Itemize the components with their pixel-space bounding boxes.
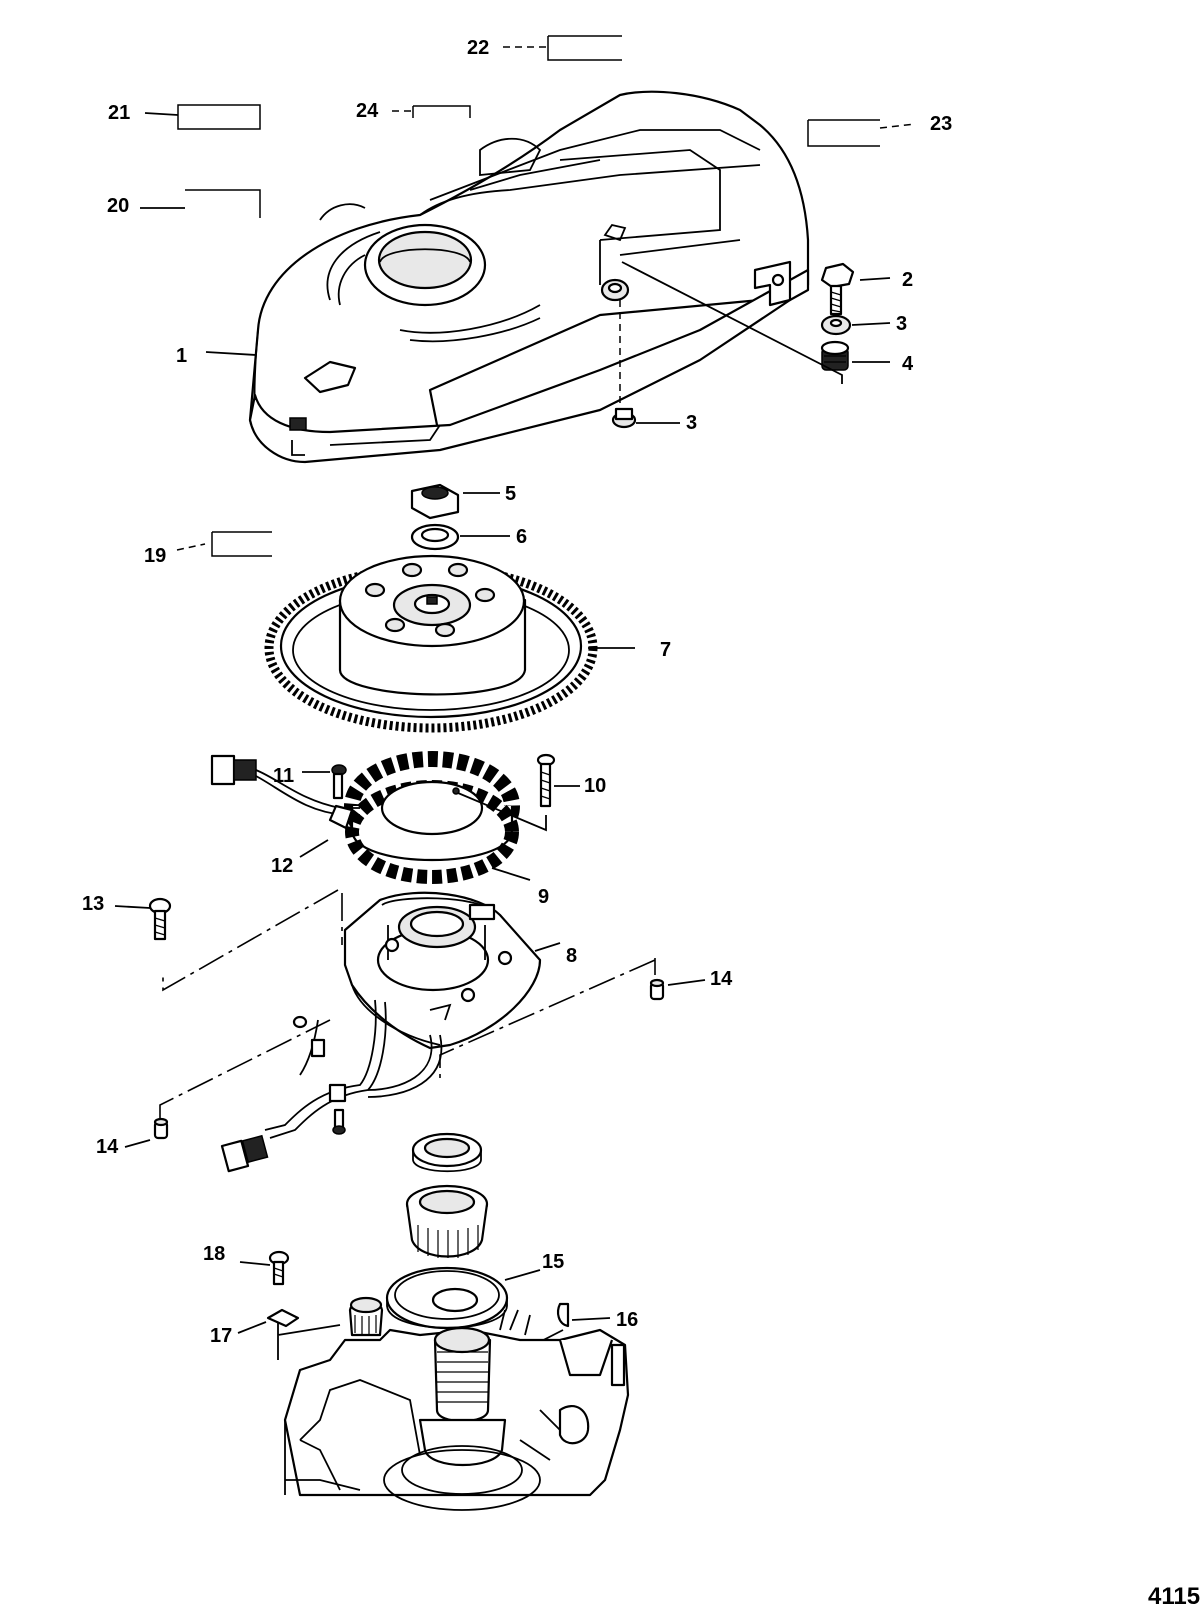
screw-18 [268, 1250, 290, 1286]
clamp-12 [328, 804, 354, 830]
powerhead [283, 1296, 630, 1511]
callout-3-upper: 3 [896, 313, 908, 335]
callout-4: 4 [902, 353, 914, 375]
callout-14-right: 14 [710, 968, 733, 990]
flywheel [264, 554, 598, 733]
callout-23: 23 [930, 113, 953, 135]
key-16 [557, 1302, 570, 1328]
callout-11: 11 [273, 765, 295, 787]
callout-21: 21 [108, 102, 131, 124]
callout-20: 20 [107, 195, 130, 217]
callout-15: 15 [542, 1251, 565, 1273]
callout-22: 22 [467, 37, 490, 59]
callout-14-left: 14 [96, 1136, 119, 1158]
callout-7: 7 [660, 639, 672, 661]
cover-washer-upper [820, 314, 852, 336]
screw-10 [536, 753, 556, 808]
callout-9: 9 [538, 886, 550, 908]
callout-5: 5 [505, 483, 517, 505]
screw-13 [148, 897, 172, 941]
drawing-id: 4115 [1148, 1583, 1200, 1610]
clip-17 [266, 1308, 300, 1328]
callout-6: 6 [516, 526, 528, 548]
callout-18: 18 [203, 1243, 226, 1265]
callout-3-lower: 3 [686, 412, 698, 434]
callout-1: 1 [176, 345, 188, 367]
callout-10: 10 [584, 775, 607, 797]
harness-screw [332, 1108, 346, 1135]
callout-17: 17 [210, 1325, 233, 1347]
callout-24: 24 [356, 100, 379, 122]
bushing-14-left [153, 1117, 169, 1140]
flywheel-washer [410, 523, 460, 551]
wiring-harness [264, 999, 443, 1139]
flywheel-nut [410, 483, 460, 520]
bushing-14-right [649, 978, 665, 1001]
stator-base [343, 891, 542, 1050]
callout-8: 8 [566, 945, 578, 967]
callout-12: 12 [271, 855, 294, 877]
cover-grommet [820, 340, 850, 371]
callout-19: 19 [144, 545, 167, 567]
cover-washer-lower [611, 407, 637, 429]
stator [344, 751, 520, 884]
callout-16: 16 [616, 1309, 639, 1331]
flywheel-cover [248, 90, 810, 464]
harness-connector [220, 1134, 269, 1173]
callout-13: 13 [82, 893, 105, 915]
drive-sleeve [405, 1184, 489, 1258]
callout-leaders [114, 46, 916, 1334]
screw-11 [331, 764, 347, 800]
drive-collar [411, 1132, 483, 1173]
cover-bolt [820, 262, 855, 316]
part-number-boxes [177, 35, 880, 557]
callout-2: 2 [902, 269, 914, 291]
timing-plate [385, 1266, 509, 1330]
